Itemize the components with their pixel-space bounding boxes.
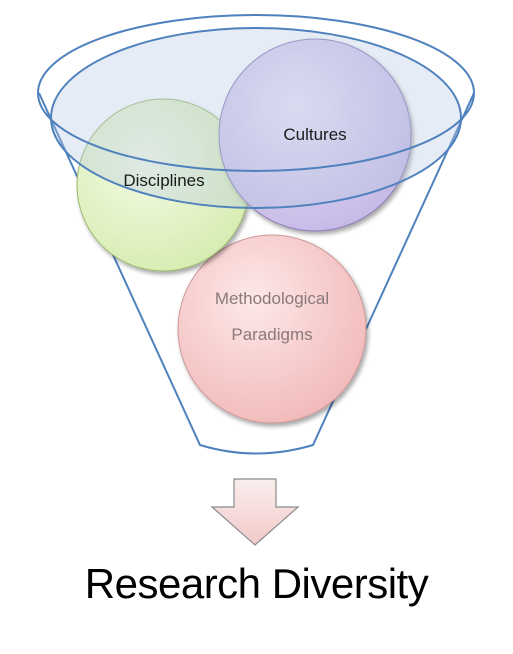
methodological-paradigms-circle	[177, 234, 367, 424]
methodological-label-line2: Paradigms	[231, 325, 312, 344]
methodological-label-line1: Methodological	[215, 289, 329, 308]
disciplines-label: Disciplines	[123, 171, 204, 190]
down-arrow-icon	[210, 478, 300, 546]
funnel-outer-rim	[37, 14, 475, 172]
funnel-body	[38, 92, 475, 455]
cultures-circle	[218, 38, 412, 232]
diagram-caption: Research Diversity	[84, 560, 429, 607]
cultures-label: Cultures	[283, 125, 346, 144]
funnel-rim-fill	[50, 27, 462, 209]
